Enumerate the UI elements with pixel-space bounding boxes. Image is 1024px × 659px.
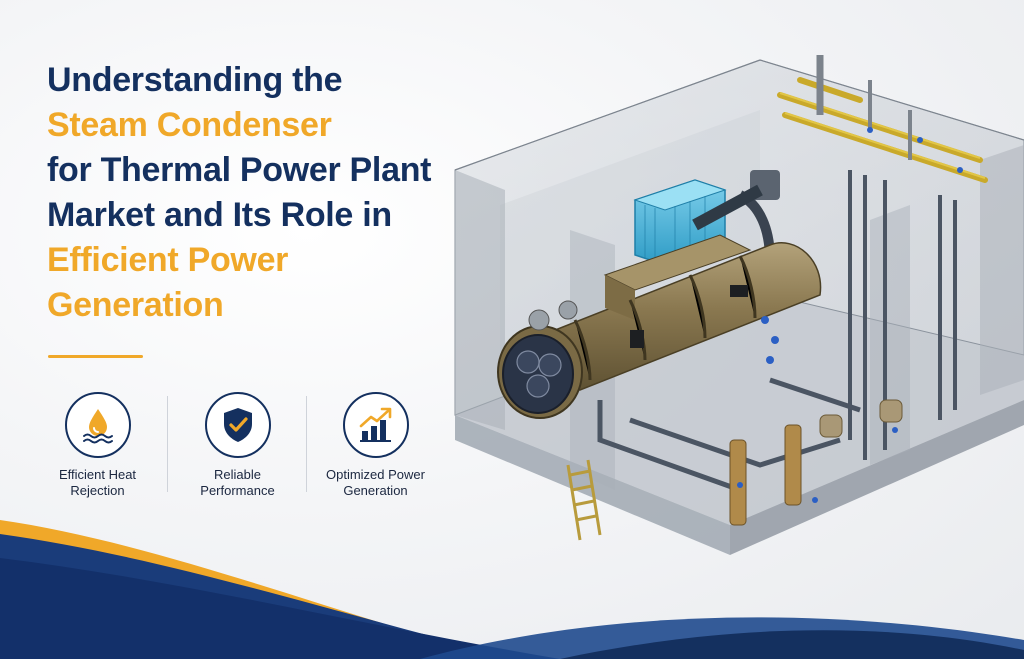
feature-heat-rejection: Efficient Heat Rejection <box>30 392 165 499</box>
title-line-6: Generation <box>47 286 224 324</box>
condenser-illustration <box>454 55 1024 555</box>
water-drop-icon <box>64 392 131 458</box>
feature-divider <box>306 396 307 492</box>
shield-check-icon <box>204 392 271 458</box>
feature-label: Reliable Performance <box>200 467 275 498</box>
page-title: Understanding the Steam Condenser for Th… <box>47 58 477 328</box>
feature-label: Efficient Heat Rejection <box>58 467 137 498</box>
title-line-1: Understanding the <box>47 61 343 99</box>
feature-reliable-performance: Reliable Performance <box>170 392 305 499</box>
title-line-2: Steam Condenser <box>47 106 332 144</box>
title-line-4: Market and Its Role in <box>47 196 392 234</box>
title-line-3: for Thermal Power Plant <box>47 151 432 189</box>
accent-rule <box>48 355 143 358</box>
feature-list: Efficient Heat Rejection Reliable Perfor… <box>30 392 450 502</box>
title-line-5: Efficient Power <box>47 241 289 279</box>
growth-chart-icon <box>342 392 409 458</box>
wave-decoration <box>0 520 1024 659</box>
feature-divider <box>167 396 168 492</box>
feature-label: Optimized Power Generation <box>326 467 425 498</box>
feature-optimized-power: Optimized Power Generation <box>308 392 443 499</box>
